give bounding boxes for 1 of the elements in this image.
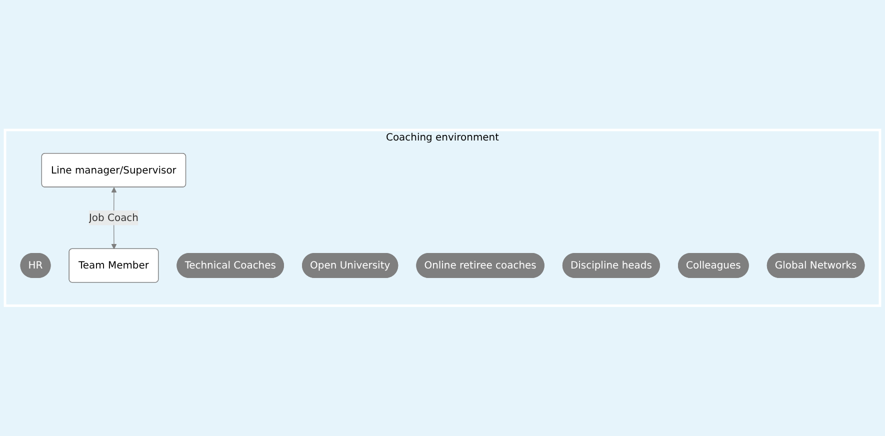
edge-label: Job Coach [88,212,138,224]
